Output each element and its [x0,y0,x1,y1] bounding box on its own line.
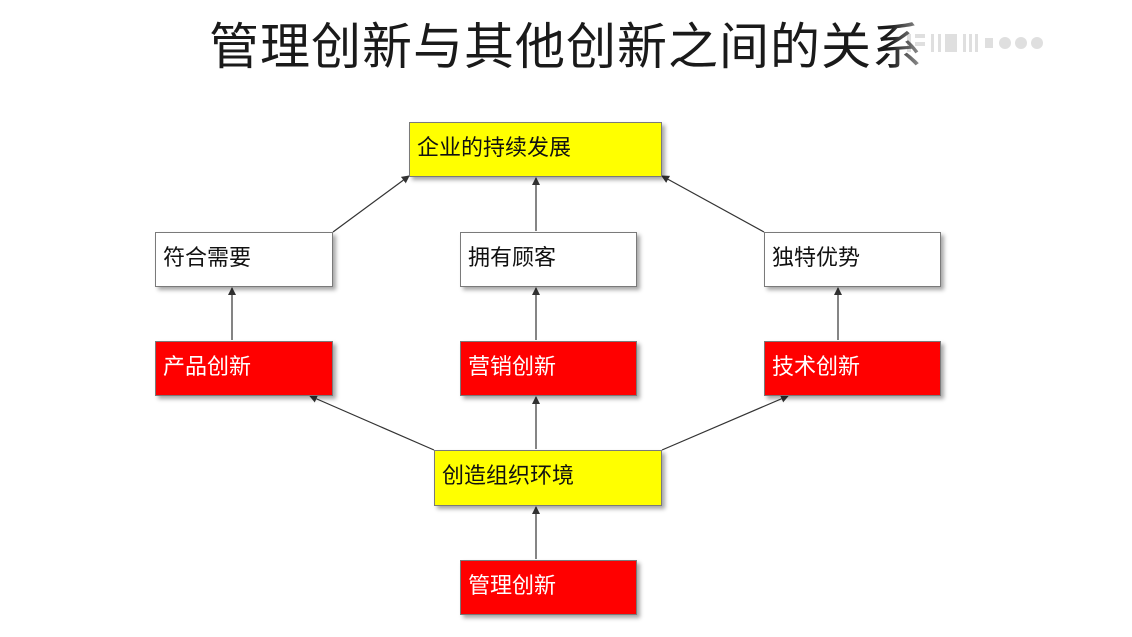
node-meet-needs: 符合需要 [155,232,333,287]
watermark-graphic [907,34,1043,52]
arrow-meet-needs-to-development [332,175,410,233]
node-create-org-environment: 创造组织环境 [434,450,662,506]
node-sustainable-development: 企业的持续发展 [409,122,662,177]
node-management-innovation: 管理创新 [460,560,637,615]
arrow-environment-to-product [309,395,435,451]
slide-title: 管理创新与其他创新之间的关系 [209,18,923,76]
arrow-environment-to-technology [661,395,789,451]
title-fade-overlay [890,22,1132,88]
arrow-advantage-to-development [661,175,765,233]
node-technology-innovation: 技术创新 [764,341,941,396]
node-unique-advantage: 独特优势 [764,232,941,287]
node-product-innovation: 产品创新 [155,341,333,396]
node-have-customers: 拥有顾客 [460,232,637,287]
node-marketing-innovation: 营销创新 [460,341,637,396]
